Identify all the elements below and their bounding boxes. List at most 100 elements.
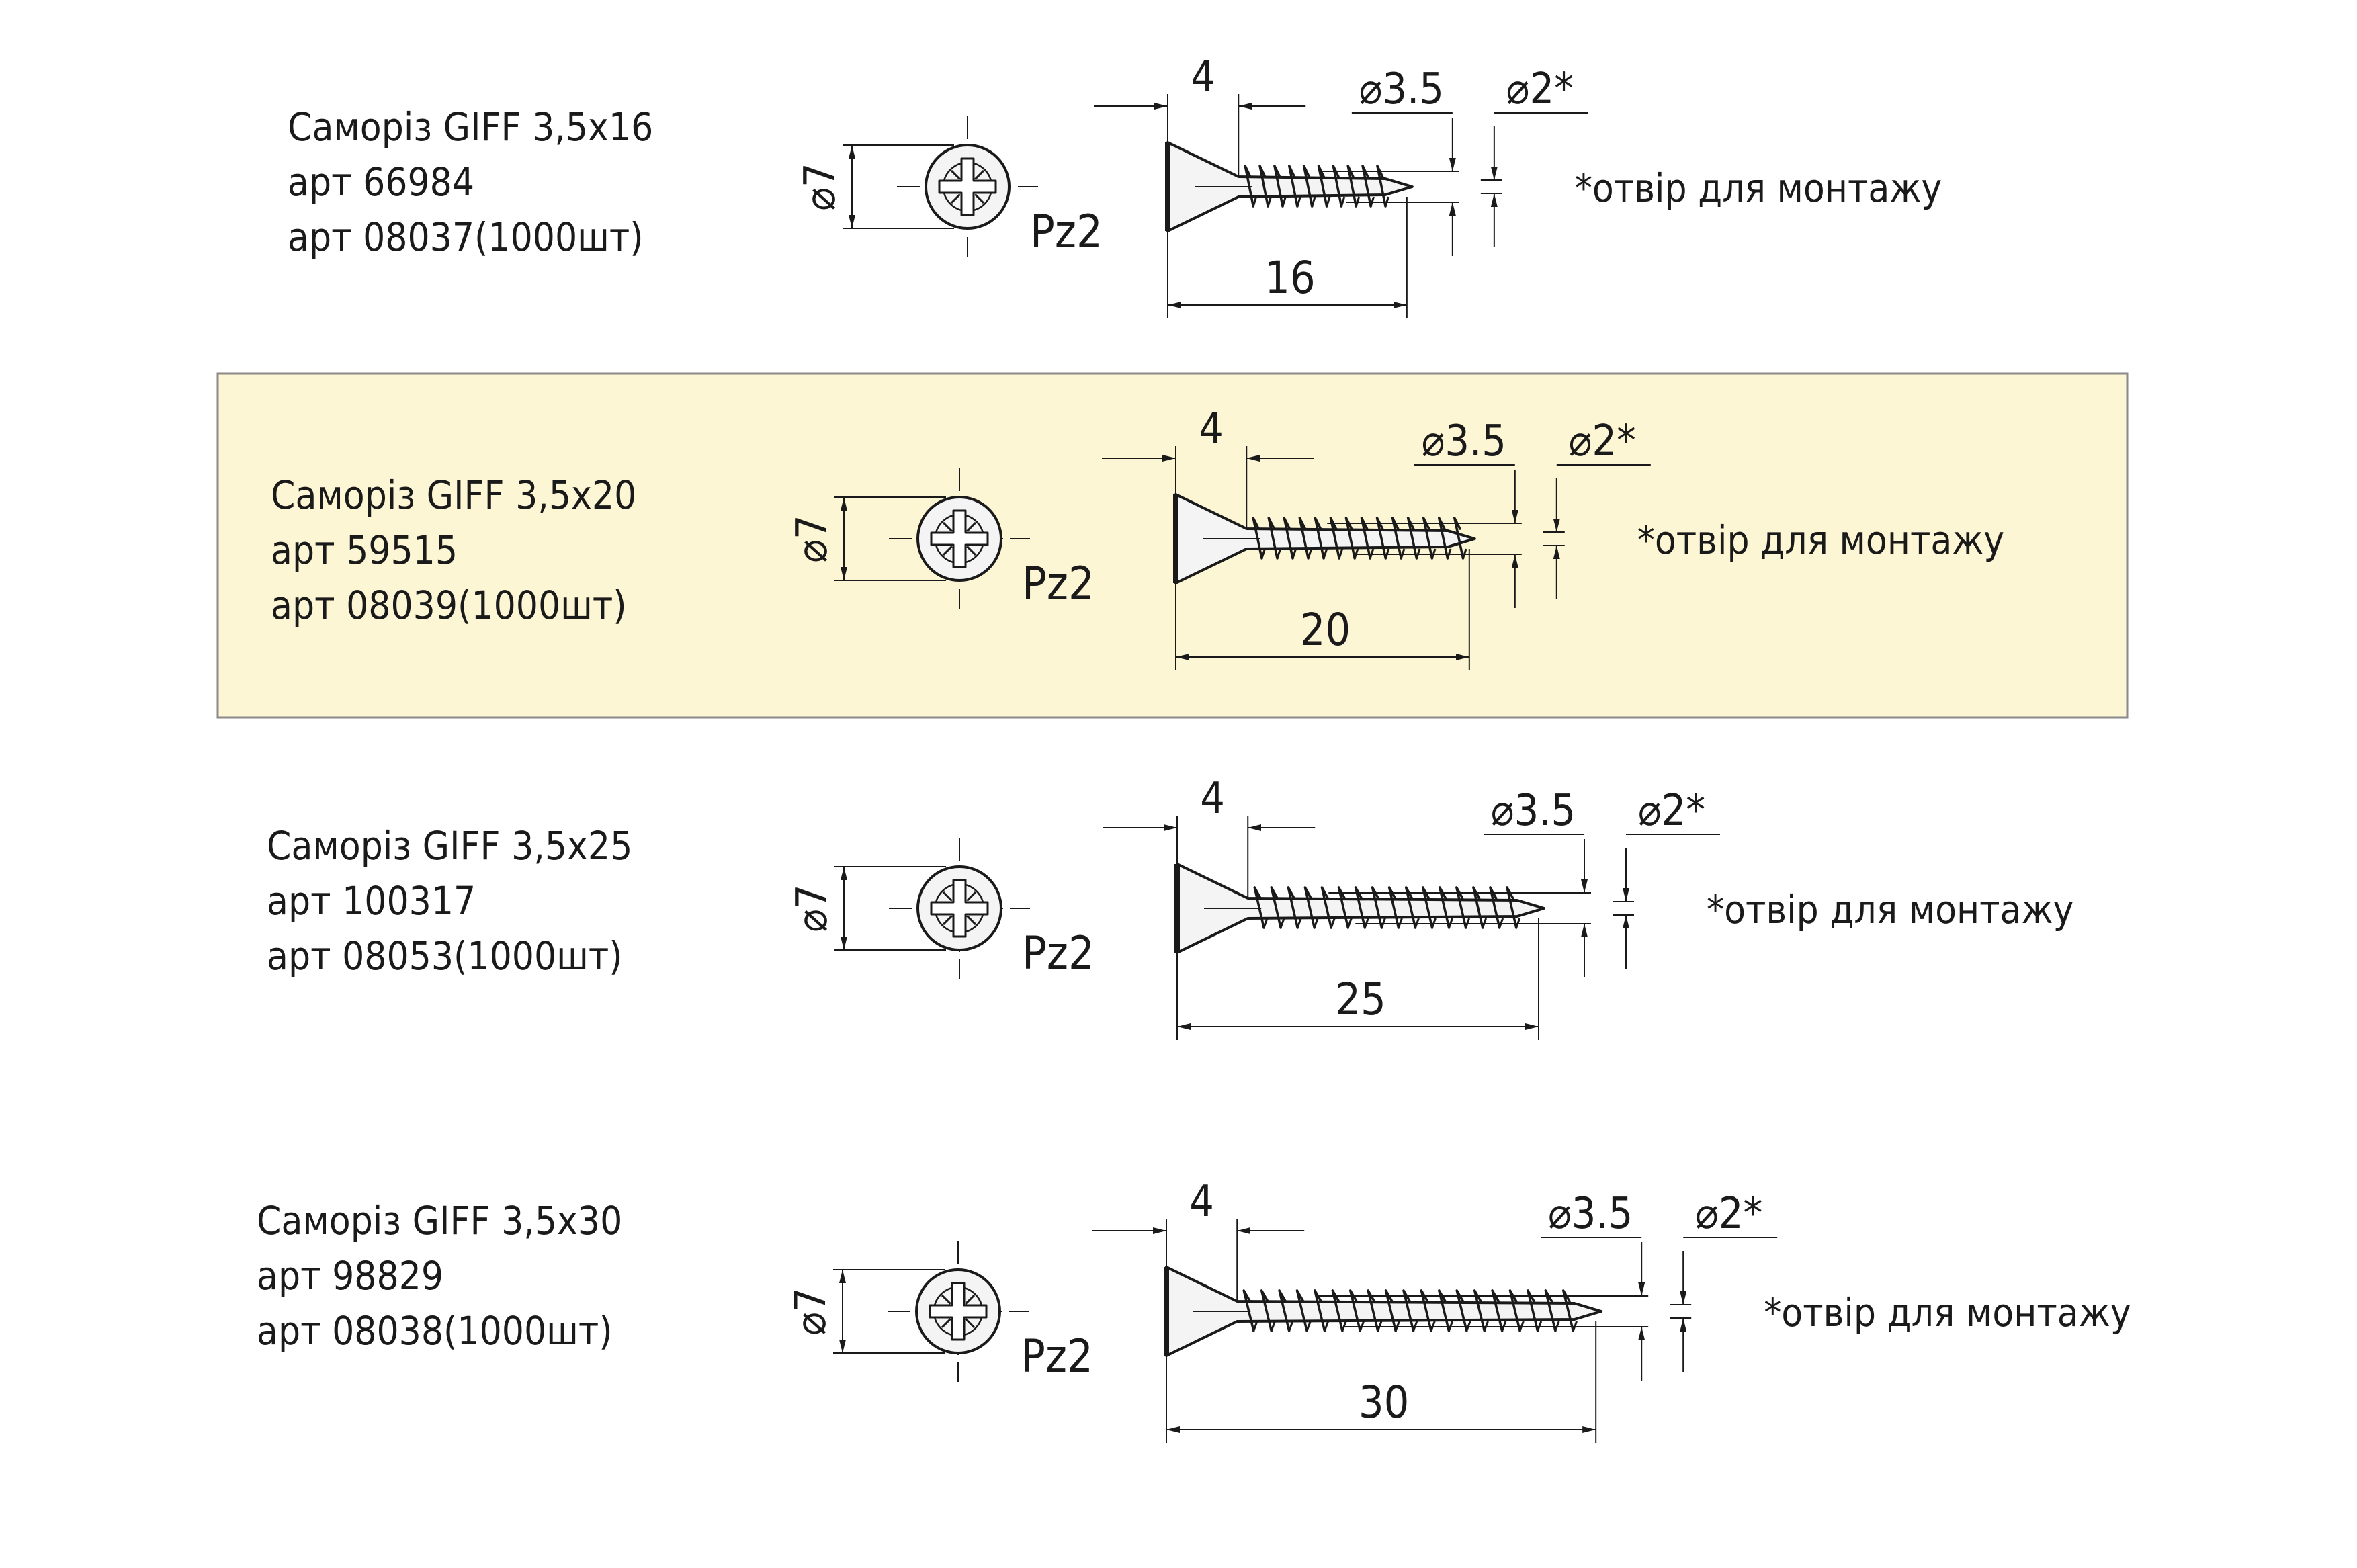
thread-turn <box>1346 918 1353 928</box>
thread-turn <box>1283 517 1294 560</box>
thread-turn <box>1260 548 1266 559</box>
screw-label-30: Саморіз GIFF 3,5x30 арт 98829 арт 08038(… <box>257 1193 622 1358</box>
thread-turn <box>1338 548 1344 559</box>
dim-head-length: 4 <box>1189 1177 1214 1227</box>
screw-label-20: Саморіз GIFF 3,5x20 арт 59515 арт 08039(… <box>271 468 636 633</box>
pozidriv-tick <box>950 193 961 204</box>
thread-turn <box>1296 918 1302 928</box>
dim-pilot-diameter: ⌀2* <box>1638 786 1705 836</box>
pozidriv-cross-icon <box>929 1282 988 1341</box>
thread-turn <box>1295 1289 1308 1332</box>
article-number-bulk: арт 08039(1000шт) <box>271 582 627 628</box>
dim-head-diameter: ⌀7 <box>787 515 837 562</box>
thread-turn <box>1279 918 1285 928</box>
pozidriv-tick <box>965 1294 976 1305</box>
thread-turn <box>1314 517 1325 560</box>
dim-head-diameter: ⌀7 <box>796 163 845 210</box>
thread-turn <box>1326 196 1331 207</box>
pozidriv-cross-icon <box>938 157 997 216</box>
thread-turn <box>1281 196 1287 207</box>
thread-turn <box>1291 548 1297 559</box>
screw-title: Саморіз GIFF 3,5x25 <box>267 823 633 869</box>
thread-turn <box>1252 1321 1258 1332</box>
dim-shank-diameter: ⌀3.5 <box>1359 64 1444 114</box>
pozidriv-tick <box>966 521 977 532</box>
thread-turn <box>1305 1321 1312 1332</box>
thread-turn <box>1258 165 1269 208</box>
thread-turn <box>1298 517 1310 560</box>
dim-head-diameter: ⌀7 <box>787 884 837 932</box>
thread-turn <box>1287 886 1299 929</box>
pozidriv-tick <box>942 546 953 556</box>
thread-turn <box>1267 196 1272 207</box>
pozidriv-tick <box>942 521 953 532</box>
thread-turn <box>1270 1321 1276 1332</box>
thread-turn <box>1242 1289 1255 1332</box>
thread-turn <box>1252 517 1263 560</box>
pozidriv-tick <box>974 193 985 204</box>
article-number: арт 59515 <box>271 527 458 573</box>
drive-type-label: Pz2 <box>1022 927 1095 980</box>
thread-turn <box>1296 196 1301 207</box>
thread-turn <box>1307 548 1313 559</box>
mounting-hole-note: *отвір для монтажу <box>1575 165 1942 211</box>
screw-side-view-icon <box>1165 1266 1603 1357</box>
screw-side-view-icon <box>1174 493 1476 584</box>
thread-turn <box>1341 1321 1347 1332</box>
pozidriv-tick <box>966 915 977 926</box>
thread-turn <box>1267 517 1279 560</box>
pozidriv-tick <box>966 546 977 556</box>
highlight-band <box>216 372 2129 719</box>
thread-turn <box>1252 196 1258 207</box>
article-number: арт 98829 <box>257 1253 444 1299</box>
thread-turn <box>1260 1289 1273 1332</box>
pozidriv-cross-icon <box>930 879 989 938</box>
dim-pilot-diameter: ⌀2* <box>1569 417 1636 466</box>
mounting-hole-note: *отвір для монтажу <box>1707 887 2073 932</box>
thread-turn <box>1302 165 1314 208</box>
screw-label-25: Саморіз GIFF 3,5x25 арт 100317 арт 08053… <box>267 818 632 984</box>
article-number: арт 100317 <box>267 878 476 924</box>
mounting-hole-note: *отвір для монтажу <box>1637 517 2004 563</box>
thread-turn <box>1303 886 1316 929</box>
thread-turn <box>1340 196 1346 207</box>
article-number-bulk: арт 08037(1000шт) <box>288 214 644 260</box>
dim-pilot-diameter: ⌀2* <box>1695 1189 1762 1239</box>
pozidriv-tick <box>950 169 961 180</box>
pozidriv-cross-icon <box>930 509 989 568</box>
dim-pilot-diameter: ⌀2* <box>1506 64 1574 114</box>
dim-head-length: 4 <box>1199 404 1224 454</box>
thread-turn <box>1313 918 1319 928</box>
pozidriv-tick <box>942 915 953 926</box>
dim-shank-diameter: ⌀3.5 <box>1491 786 1576 836</box>
dim-total-length: 20 <box>1300 604 1351 656</box>
thread-turn <box>1270 886 1282 929</box>
pozidriv-tick <box>942 891 953 902</box>
thread-turn <box>1330 918 1336 928</box>
pozidriv-tick <box>941 1294 951 1305</box>
thread-turn <box>1320 886 1332 929</box>
dim-total-length: 30 <box>1359 1377 1410 1428</box>
screw-title: Саморіз GIFF 3,5x16 <box>288 104 654 150</box>
thread-turn <box>1273 165 1284 208</box>
thread-turn <box>1311 196 1316 207</box>
thread-turn <box>1276 548 1281 559</box>
drive-type-label: Pz2 <box>1022 558 1095 611</box>
thread-turn <box>1288 165 1299 208</box>
article-number-bulk: арт 08053(1000шт) <box>267 933 623 979</box>
dim-shank-diameter: ⌀3.5 <box>1422 417 1506 466</box>
pozidriv-tick <box>966 891 977 902</box>
dim-shank-diameter: ⌀3.5 <box>1548 1189 1633 1239</box>
screw-title: Саморіз GIFF 3,5x20 <box>271 472 637 518</box>
pozidriv-tick <box>965 1318 976 1329</box>
mounting-hole-note: *отвір для монтажу <box>1764 1290 2131 1336</box>
pozidriv-tick <box>974 169 985 180</box>
dim-head-diameter: ⌀7 <box>786 1287 836 1335</box>
thread-turn <box>1244 165 1255 208</box>
thread-turn <box>1288 1321 1294 1332</box>
thread-turn <box>1324 1321 1330 1332</box>
